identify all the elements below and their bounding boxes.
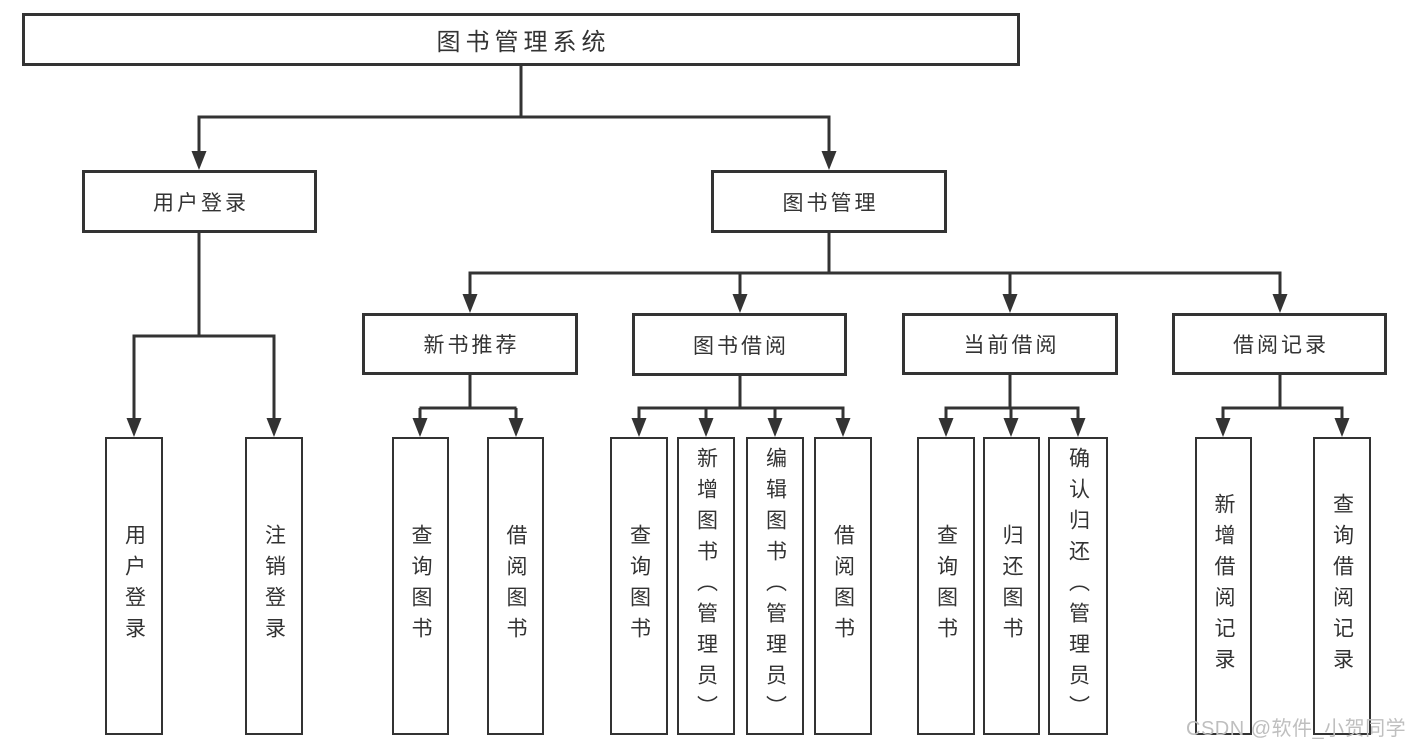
arrowhead-down-icon bbox=[1334, 418, 1350, 437]
node-label: 图书管理系统 bbox=[436, 29, 611, 56]
connector-user-login-children bbox=[126, 233, 282, 437]
arrowhead-down-icon bbox=[191, 151, 207, 170]
leaf-query-borrow-record: 查询借阅记录 bbox=[1313, 437, 1371, 735]
leaf-query-books-borrowing: 查询图书 bbox=[610, 437, 668, 735]
arrowhead-down-icon bbox=[126, 418, 142, 437]
leaf-label: 编辑图书（管理员） bbox=[763, 446, 787, 726]
node-label: 用户登录 bbox=[153, 191, 249, 215]
leaf-user-login: 用户登录 bbox=[105, 437, 163, 735]
leaf-label: 确认归还（管理员） bbox=[1066, 446, 1090, 726]
leaf-label: 查询图书 bbox=[627, 524, 651, 648]
node-label: 当前借阅 bbox=[963, 334, 1060, 357]
arrowhead-down-icon bbox=[631, 418, 647, 437]
leaf-label: 归还图书 bbox=[1000, 524, 1023, 648]
leaf-add-borrow-record: 新增借阅记录 bbox=[1195, 437, 1252, 735]
arrowhead-down-icon bbox=[821, 151, 837, 170]
arrowhead-down-icon bbox=[732, 294, 748, 313]
arrowhead-down-icon bbox=[938, 418, 954, 437]
leaf-label: 借阅图书 bbox=[504, 524, 527, 648]
arrowhead-down-icon bbox=[698, 418, 714, 437]
node-label: 借阅记录 bbox=[1233, 334, 1329, 357]
leaf-add-book-admin: 新增图书（管理员） bbox=[677, 437, 735, 735]
connector-root-to-level2 bbox=[191, 66, 837, 170]
node-current-borrowing: 当前借阅 bbox=[902, 313, 1118, 375]
connector-book-mgmt-to-level3 bbox=[462, 233, 1288, 313]
arrowhead-down-icon bbox=[508, 418, 524, 437]
arrowhead-down-icon bbox=[266, 418, 282, 437]
leaf-label: 查询图书 bbox=[934, 524, 958, 648]
node-label: 图书借阅 bbox=[693, 334, 789, 358]
node-borrowing-records: 借阅记录 bbox=[1172, 313, 1387, 375]
leaf-return-books: 归还图书 bbox=[983, 437, 1040, 735]
node-user-login: 用户登录 bbox=[82, 170, 317, 233]
arrowhead-down-icon bbox=[1002, 294, 1018, 313]
leaf-borrow-books-recommend: 借阅图书 bbox=[487, 437, 544, 735]
leaf-label: 查询借阅记录 bbox=[1330, 493, 1354, 679]
leaf-logout: 注销登录 bbox=[245, 437, 303, 735]
leaf-edit-book-admin: 编辑图书（管理员） bbox=[746, 437, 804, 735]
leaf-query-books-recommend: 查询图书 bbox=[392, 437, 449, 735]
node-book-borrowing: 图书借阅 bbox=[632, 313, 847, 376]
arrowhead-down-icon bbox=[1003, 418, 1019, 437]
node-book-management: 图书管理 bbox=[711, 170, 947, 233]
node-new-book-recommend: 新书推荐 bbox=[362, 313, 578, 375]
node-library-system: 图书管理系统 bbox=[22, 13, 1020, 66]
leaf-query-books-current: 查询图书 bbox=[917, 437, 975, 735]
arrowhead-down-icon bbox=[462, 294, 478, 313]
leaf-label: 注销登录 bbox=[262, 524, 286, 648]
node-label: 图书管理 bbox=[782, 191, 879, 215]
arrowhead-down-icon bbox=[767, 418, 783, 437]
node-label: 新书推荐 bbox=[423, 334, 520, 357]
leaf-label: 查询图书 bbox=[409, 524, 432, 648]
leaf-label: 借阅图书 bbox=[831, 524, 855, 648]
watermark: CSDN @软件_小贺同学 bbox=[1186, 718, 1405, 740]
leaf-confirm-return-admin: 确认归还（管理员） bbox=[1048, 437, 1108, 735]
arrowhead-down-icon bbox=[1272, 294, 1288, 313]
leaf-label: 新增借阅记录 bbox=[1212, 493, 1235, 679]
arrowhead-down-icon bbox=[1215, 418, 1231, 437]
arrowhead-down-icon bbox=[835, 418, 851, 437]
arrowhead-down-icon bbox=[1070, 418, 1086, 437]
arrowhead-down-icon bbox=[412, 418, 428, 437]
leaf-label: 用户登录 bbox=[122, 524, 146, 648]
leaf-borrow-books-borrowing: 借阅图书 bbox=[814, 437, 872, 735]
leaf-label: 新增图书（管理员） bbox=[694, 446, 718, 726]
connector-level3-to-leaves bbox=[412, 375, 1350, 437]
